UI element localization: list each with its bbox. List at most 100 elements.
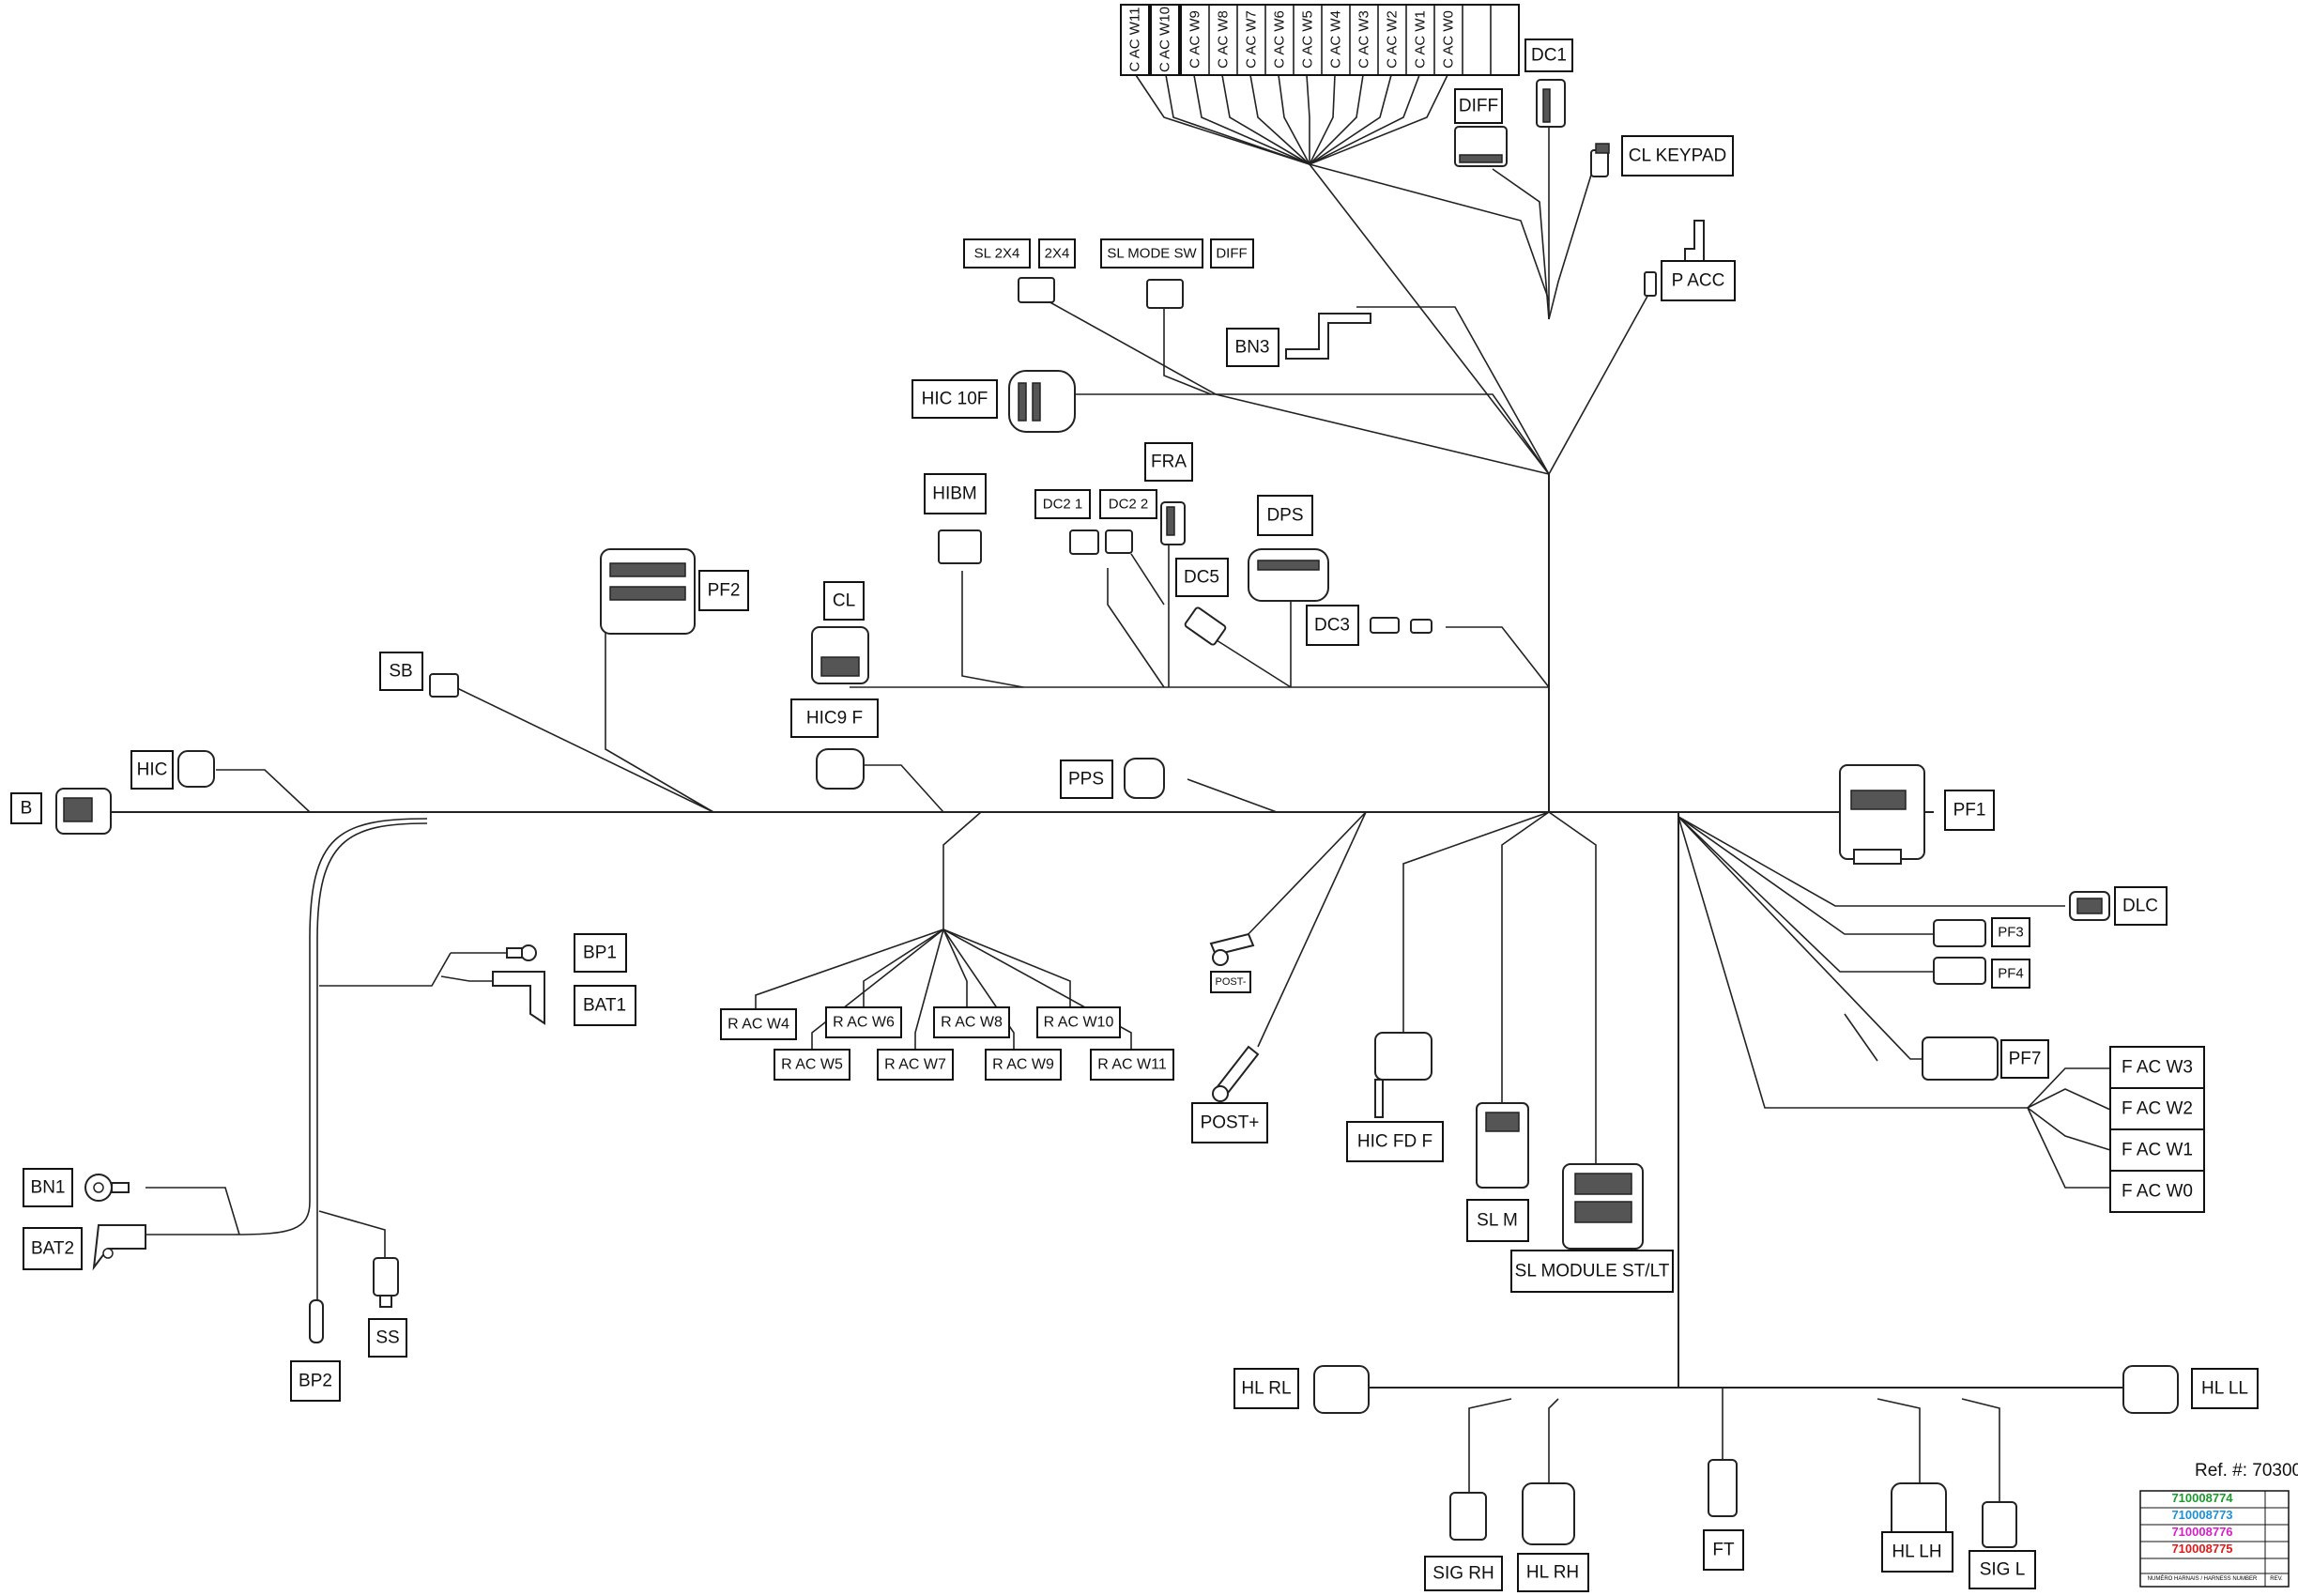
harness-number-1: 710008774	[2171, 1491, 2233, 1505]
label-post-minus: POST-	[1215, 976, 1246, 988]
hl-ll-connector-icon	[2122, 1365, 2179, 1414]
dps-connector-icon	[1248, 548, 1329, 602]
label-hl-rl: HL RL	[1241, 1379, 1291, 1399]
label-cl: CL	[833, 591, 855, 611]
label-c-ac-w5: C AC W5	[1300, 10, 1316, 69]
label-c-ac-w4: C AC W4	[1328, 10, 1344, 69]
label-r-ac-w9: R AC W9	[992, 1057, 1054, 1073]
bn1-connector-icon	[84, 1174, 130, 1202]
dc5-connector-icon	[1184, 606, 1227, 646]
label-hl-ll: HL LL	[2201, 1379, 2248, 1399]
label-diff-mid: DIFF	[1216, 246, 1247, 262]
label-pps: PPS	[1068, 770, 1104, 790]
label-dc2-2: DC2 2	[1109, 497, 1149, 513]
hibm-connector-icon	[938, 529, 982, 564]
label-hic9-f: HIC9 F	[806, 709, 863, 729]
label-b: B	[21, 799, 33, 819]
harness-number-2: 710008773	[2171, 1508, 2232, 1522]
label-hl-lh: HL LH	[1892, 1542, 1941, 1562]
label-p-acc: P ACC	[1672, 271, 1725, 291]
label-ss: SS	[375, 1328, 399, 1348]
hic-fd-f-connector-icon	[1374, 1032, 1432, 1118]
label-c-ac-w8: C AC W8	[1216, 10, 1232, 69]
cl-connector-icon	[811, 626, 869, 684]
label-pf4: PF4	[1998, 966, 2024, 982]
sl-m-connector-icon	[1476, 1102, 1529, 1189]
harness-number-header: NUMÉRO HARNAIS / HARNESS NUMBER	[2148, 1575, 2258, 1582]
label-c-ac-w0: C AC W0	[1441, 10, 1457, 69]
label-dc1: DC1	[1531, 46, 1567, 66]
hl-rl-connector-icon	[1313, 1365, 1370, 1414]
label-sl-module: SL MODULE ST/LT	[1515, 1262, 1670, 1281]
label-cl-keypad: CL KEYPAD	[1629, 146, 1727, 166]
post-minus-connector-icon	[1209, 932, 1255, 966]
label-c-ac-w3: C AC W3	[1356, 10, 1372, 69]
label-sl-m: SL M	[1477, 1211, 1518, 1231]
label-hl-rh: HL RH	[1526, 1563, 1579, 1583]
label-bp1: BP1	[583, 944, 617, 963]
label-ft: FT	[1712, 1541, 1735, 1560]
pf2-connector-icon	[600, 548, 696, 635]
harness-wires	[108, 74, 2123, 1502]
bat1-connector-icon	[492, 971, 545, 1025]
bp1-connector-icon	[506, 944, 537, 961]
label-sb: SB	[389, 662, 412, 682]
label-r-ac-w7: R AC W7	[884, 1057, 946, 1073]
label-f-ac-w1: F AC W1	[2122, 1141, 2193, 1160]
label-bp2: BP2	[299, 1372, 332, 1391]
cl-keypad-connector-icon	[1590, 143, 1610, 177]
label-r-ac-w4: R AC W4	[728, 1017, 789, 1033]
label-c-ac-w10: C AC W10	[1157, 7, 1173, 72]
dlc-connector-icon	[2069, 891, 2110, 921]
label-bn3: BN3	[1235, 338, 1270, 358]
hl-rh-connector-icon	[1522, 1482, 1575, 1545]
label-pf7: PF7	[2009, 1050, 2042, 1069]
bn3-connector-icon	[1285, 313, 1371, 360]
pps-connector-icon	[1124, 758, 1165, 799]
sig-l-connector-icon	[1982, 1501, 2017, 1548]
dc2-2-connector-icon	[1105, 529, 1133, 554]
fra-connector-icon	[1160, 501, 1186, 545]
connector-icons	[55, 79, 2179, 1548]
label-r-ac-w10: R AC W10	[1044, 1015, 1114, 1031]
label-c-ac-w7: C AC W7	[1244, 10, 1260, 69]
bat2-connector-icon	[92, 1224, 146, 1271]
label-post-plus: POST+	[1201, 1113, 1260, 1133]
label-hic-fd-f: HIC FD F	[1357, 1132, 1432, 1152]
dc1-connector-icon	[1536, 79, 1566, 128]
diff-connector-icon	[1454, 126, 1508, 167]
p-acc-connector-icon	[1644, 220, 1705, 297]
label-dc2-1: DC2 1	[1043, 497, 1083, 513]
b-connector-icon	[55, 788, 112, 835]
label-bat2: BAT2	[31, 1239, 74, 1259]
label-c-ac-w9: C AC W9	[1187, 10, 1203, 69]
label-bat1: BAT1	[583, 996, 626, 1016]
label-hic: HIC	[137, 760, 168, 780]
label-r-ac-w5: R AC W5	[781, 1057, 843, 1073]
label-pf1: PF1	[1953, 801, 1986, 821]
label-dc3: DC3	[1314, 616, 1350, 636]
connector-labels: DC1 DIFF CL KEYPAD P ACC SL 2X4 2X4 SL M…	[10, 38, 2259, 1592]
reference-table: Ref. #: 703000417 710008774 710008773 71…	[2139, 1461, 2298, 1588]
label-fra: FRA	[1151, 453, 1187, 472]
label-c-ac-w6: C AC W6	[1272, 10, 1288, 69]
sl-2x4-connector-icon	[1018, 277, 1055, 303]
label-hibm: HIBM	[932, 484, 977, 504]
reference-number: Ref. #: 703000417	[2195, 1461, 2298, 1481]
harness-number-3: 710008776	[2171, 1525, 2232, 1539]
label-dc5: DC5	[1184, 568, 1219, 588]
dc3-connector-icon	[1370, 617, 1432, 634]
hic-10f-connector-icon	[1008, 370, 1076, 433]
harness-number-4: 710008775	[2171, 1542, 2232, 1556]
pf3-connector-icon	[1933, 919, 1986, 947]
sig-rh-connector-icon	[1449, 1492, 1487, 1541]
label-r-ac-w6: R AC W6	[833, 1015, 895, 1031]
label-sig-l: SIG L	[1980, 1560, 2026, 1580]
sl-mode-sw-connector-icon	[1146, 279, 1184, 309]
label-r-ac-w8: R AC W8	[941, 1015, 1003, 1031]
label-r-ac-w11: R AC W11	[1097, 1057, 1167, 1073]
label-sig-rh: SIG RH	[1432, 1564, 1494, 1584]
hic9-f-connector-icon	[816, 748, 865, 790]
label-bn1: BN1	[31, 1178, 66, 1198]
